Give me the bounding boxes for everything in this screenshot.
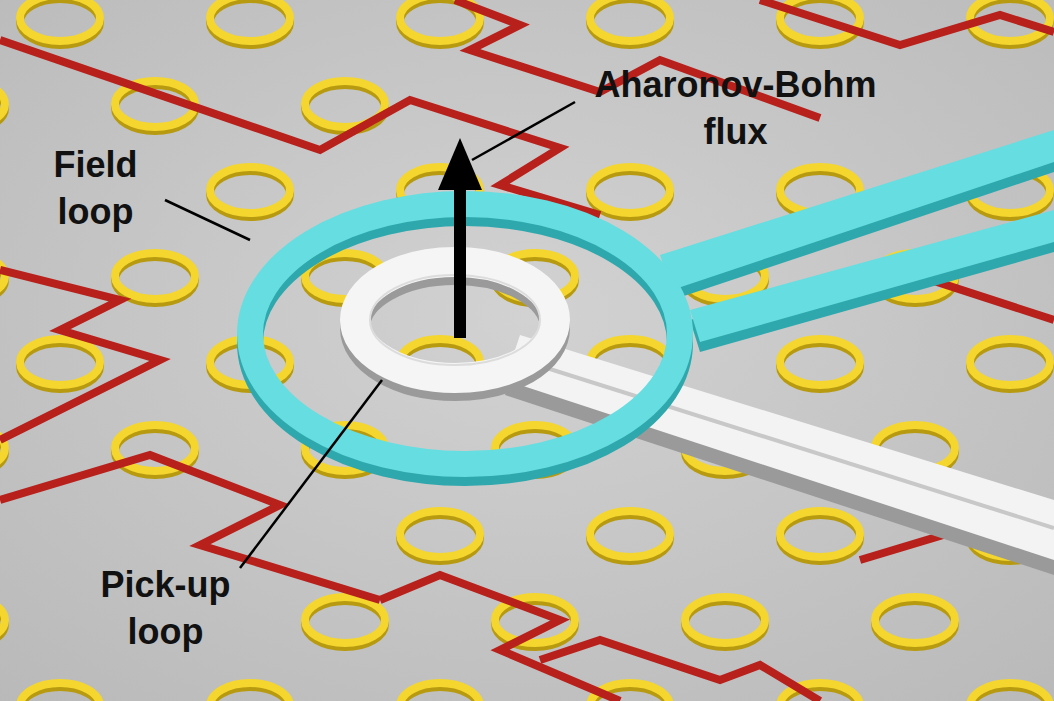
callout-label: Aharonov-Bohm flux — [568, 62, 903, 156]
flux-arrow — [438, 138, 482, 338]
callout-label: Field loop — [28, 142, 163, 236]
field-loop — [250, 130, 1054, 473]
callout-label: Pick-up loop — [88, 562, 243, 656]
leader-lines — [165, 102, 575, 568]
